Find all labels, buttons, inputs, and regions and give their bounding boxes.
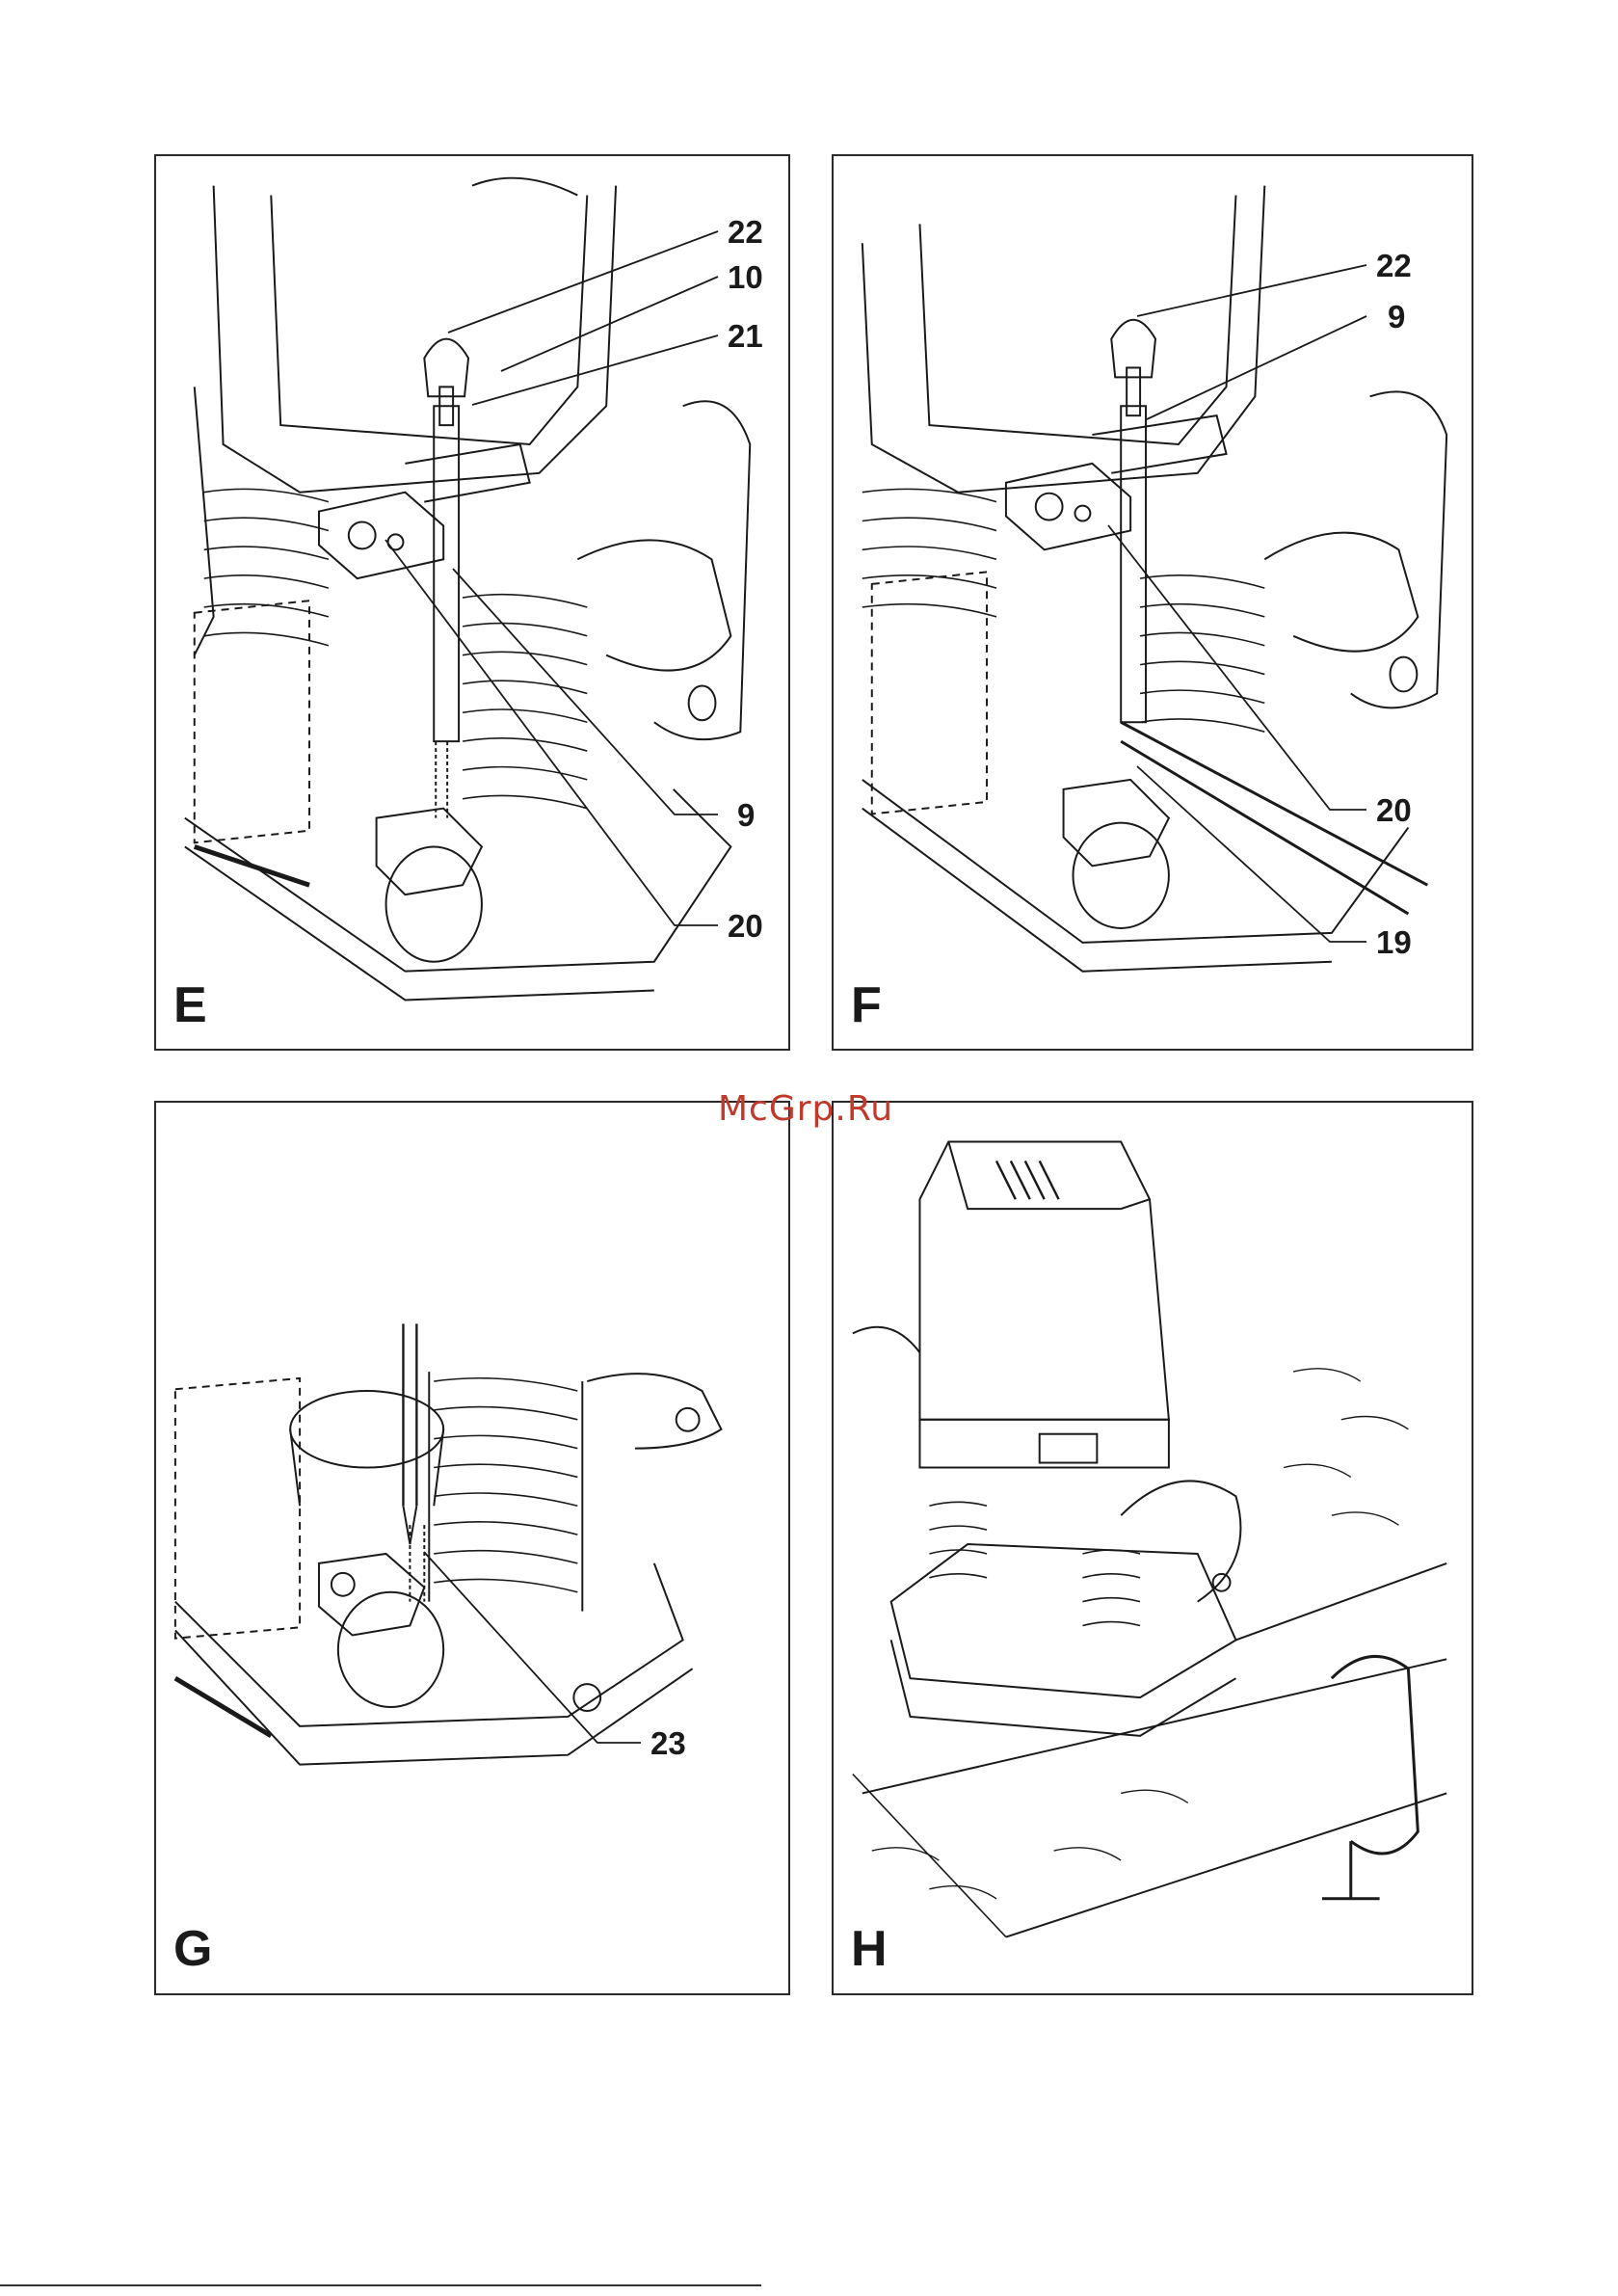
figure-panel-e: E [154, 154, 790, 1051]
footer-rule [0, 2284, 761, 2286]
callout-21: 21 [728, 320, 763, 352]
figure-panel-g: G [154, 1101, 790, 1995]
router-depth-adjust-illustration [834, 156, 1472, 1049]
panel-letter: F [851, 980, 882, 1030]
callout-22: 22 [728, 216, 763, 248]
figure-panel-h: H [832, 1101, 1473, 1995]
watermark-text: McGrp.Ru [718, 1089, 893, 1129]
callout-20: 20 [728, 910, 763, 942]
panel-letter: H [851, 1924, 888, 1974]
callout-9: 9 [1388, 301, 1405, 333]
panel-letter: G [173, 1924, 212, 1974]
figure-panel-f: F [832, 154, 1473, 1051]
callout-19: 19 [1376, 926, 1412, 958]
callout-20: 20 [1376, 794, 1412, 826]
callout-23: 23 [650, 1727, 686, 1759]
callout-9: 9 [737, 799, 755, 831]
router-turret-adjust-illustration [156, 1103, 788, 1993]
router-on-clamped-board-illustration [834, 1103, 1472, 1993]
router-depth-stop-illustration [156, 156, 788, 1049]
callout-22: 22 [1376, 250, 1412, 281]
panel-letter: E [173, 980, 207, 1030]
callout-10: 10 [728, 261, 763, 293]
